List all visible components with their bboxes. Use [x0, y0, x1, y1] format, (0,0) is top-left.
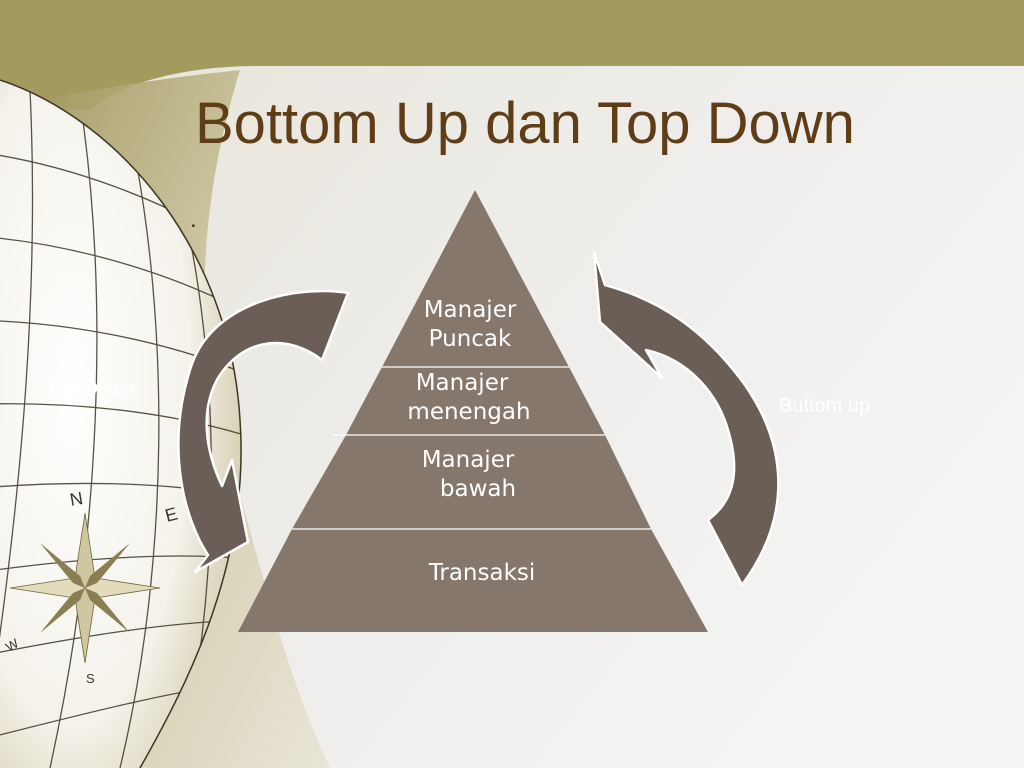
top-down-label: Top Down: [46, 378, 135, 400]
level-label-line: menengah: [407, 399, 531, 425]
level-label-line: Puncak: [428, 326, 512, 352]
level-label-line: Manajer: [421, 447, 515, 473]
bullet-point: .: [190, 206, 197, 233]
bottom-up-label: Buttom up: [779, 395, 871, 417]
level-label-middle: Manajer menengah: [394, 369, 544, 427]
compass-s: S: [86, 671, 95, 686]
slide-title: Bottom Up dan Top Down: [195, 91, 855, 156]
level-label-top: Manajer Puncak: [405, 296, 535, 354]
pyramid-level-middle: [346, 367, 605, 435]
top-down-arrow: [177, 289, 350, 574]
compass-rose-icon: N E W S: [3, 488, 180, 686]
level-label-line: Manajer: [415, 370, 509, 396]
level-label-bottom: Transaksi: [402, 559, 562, 588]
pyramid-diagram: [238, 190, 708, 632]
compass-e: E: [163, 503, 180, 525]
compass-n: N: [68, 488, 84, 510]
level-label-line: bawah: [439, 476, 517, 502]
level-label-line: Manajer: [423, 297, 517, 323]
pyramid-level-bottom: [238, 529, 708, 632]
bottom-up-arrow: [592, 250, 780, 587]
pyramid-level-top: [382, 190, 569, 367]
top-banner: [0, 0, 1024, 110]
level-label-lower: Manajer bawah: [406, 446, 536, 504]
level-label-line: Transaksi: [428, 560, 536, 586]
pyramid-level-lower: [292, 435, 651, 529]
